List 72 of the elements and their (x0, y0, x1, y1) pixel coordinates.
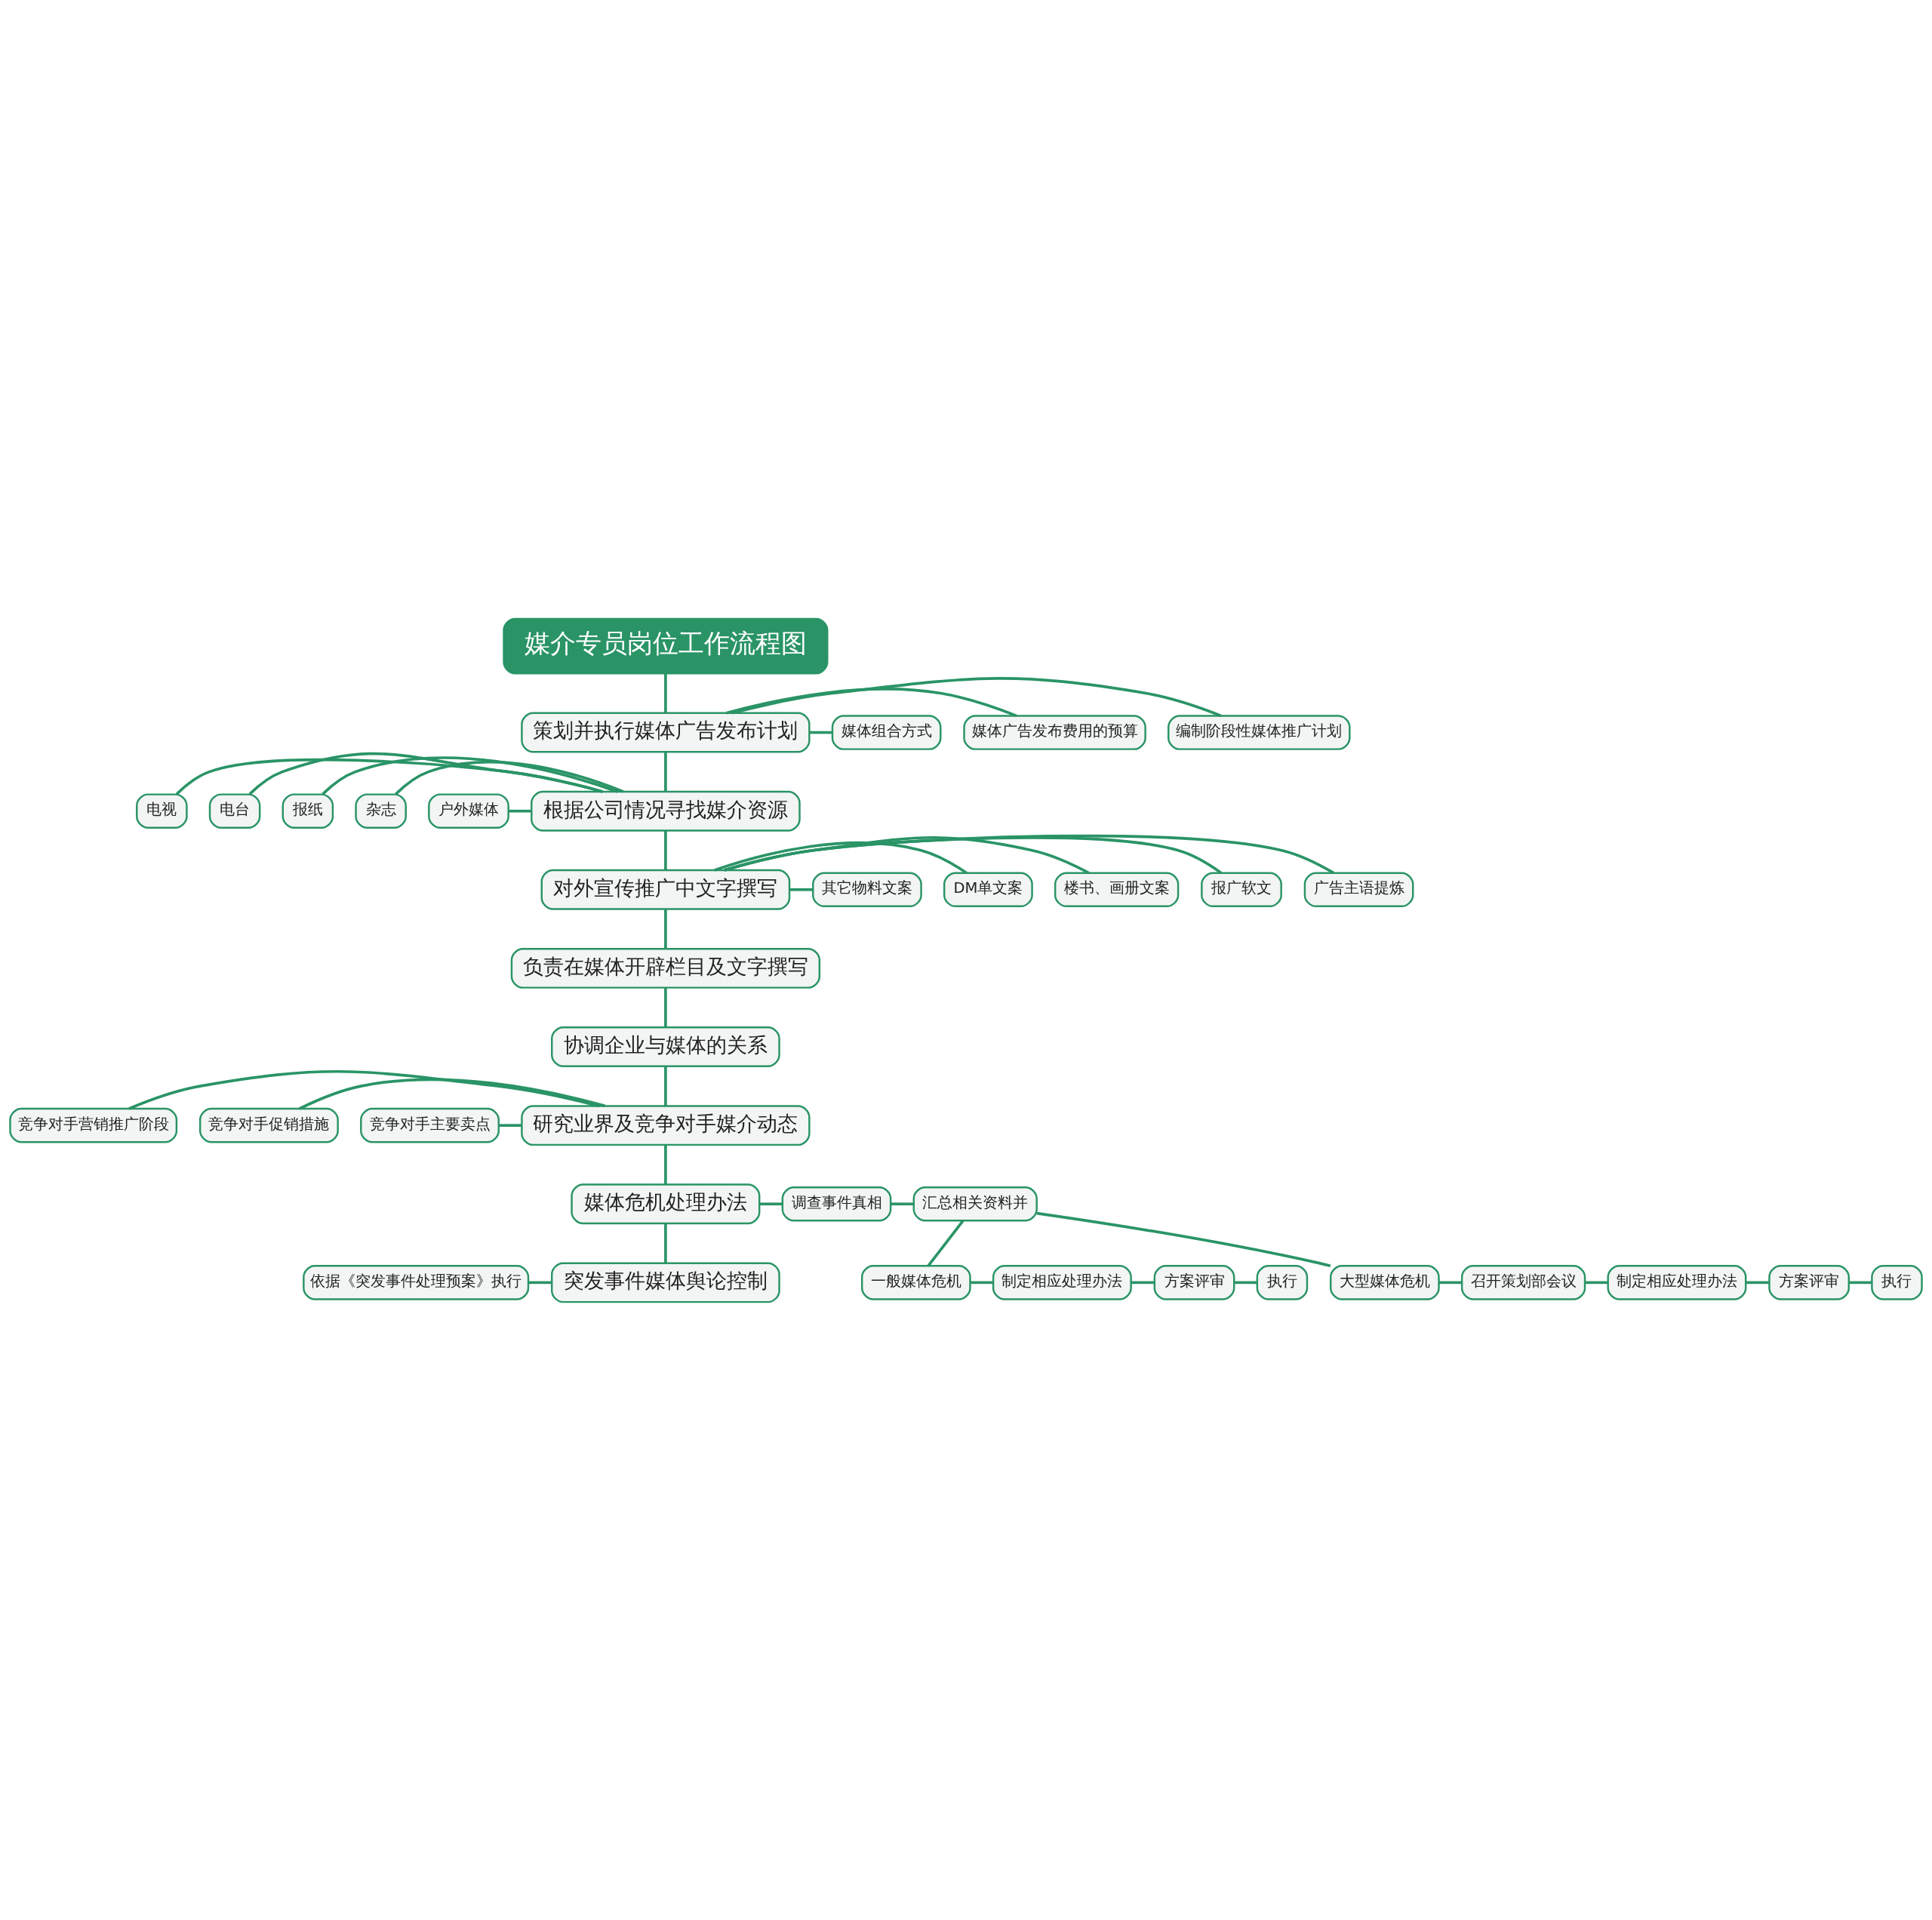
node-box: 竞争对手主要卖点 (360, 1107, 500, 1143)
node-box: 制定相应处理办法 (1607, 1264, 1747, 1300)
connector (395, 760, 624, 795)
node-box: 竞争对手促销措施 (198, 1107, 339, 1143)
node-box: 报纸 (281, 792, 334, 829)
connector (664, 830, 667, 870)
connector (731, 676, 1222, 717)
connector (724, 834, 1335, 874)
connector (1036, 1211, 1331, 1267)
node-box: 楼书、画册文案 (1054, 872, 1180, 907)
node-box: 媒体危机处理办法 (571, 1183, 761, 1224)
connector (1438, 1281, 1462, 1284)
node-box: 对外宣传推广中文字撰写 (540, 869, 791, 910)
node-box: 依据《突发事件处理预案》执行 (303, 1264, 530, 1300)
connector (664, 751, 667, 792)
node-box: 召开策划部会议 (1460, 1264, 1586, 1300)
node-box: 电台 (208, 792, 261, 829)
node-box: 媒体组合方式 (831, 714, 942, 750)
node-box: 编制阶段性媒体推广计划 (1168, 714, 1351, 750)
connector (664, 673, 667, 713)
connector (499, 1123, 522, 1127)
node-box: 大型媒体危机 (1330, 1264, 1440, 1300)
connector (528, 1281, 552, 1284)
node-box: DM单文案 (943, 872, 1033, 907)
node-box: 方案评审 (1768, 1264, 1850, 1300)
node-box: 一般媒体危机 (860, 1264, 971, 1300)
node-box: 广告主语提炼 (1303, 872, 1414, 907)
node-box: 协调企业与媒体的关系 (551, 1026, 780, 1067)
node-box: 杂志 (355, 792, 407, 829)
connector (509, 809, 532, 812)
node-box: 方案评审 (1153, 1264, 1235, 1300)
connector (724, 835, 1223, 874)
node-box: 电视 (136, 792, 188, 829)
node-box: 媒体广告发布费用的预算 (963, 714, 1146, 750)
connector (789, 888, 814, 891)
node-box: 研究业界及竞争对手媒介动态 (521, 1104, 811, 1146)
node-box: 制定相应处理办法 (992, 1264, 1132, 1300)
connector (1234, 1281, 1257, 1284)
connector (1585, 1281, 1608, 1284)
node-box: 竞争对手营销推广阶段 (9, 1107, 178, 1143)
connector (714, 841, 968, 874)
connector (1131, 1281, 1155, 1284)
node-box: 报广软文 (1201, 872, 1282, 907)
connector (664, 909, 667, 949)
connector (664, 1144, 667, 1184)
connector (248, 752, 603, 795)
node-box: 汇总相关资料并 (912, 1186, 1038, 1222)
node-box: 根据公司情况寻找媒介资源 (531, 790, 801, 832)
connector (891, 1202, 914, 1205)
node-box: 执行 (1256, 1264, 1309, 1300)
connector (1746, 1281, 1770, 1284)
node-box: 媒介专员岗位工作流程图 (503, 617, 829, 674)
connector (664, 987, 667, 1027)
connector (128, 1069, 599, 1110)
connector (725, 687, 1017, 717)
node-box: 调查事件真相 (781, 1186, 892, 1222)
node-box: 户外媒体 (428, 792, 509, 829)
connector (759, 1202, 783, 1205)
connector (724, 835, 1090, 874)
node-box: 执行 (1871, 1264, 1923, 1300)
connector (1848, 1281, 1872, 1284)
node-box: 突发事件媒体舆论控制 (551, 1261, 780, 1303)
connector (927, 1219, 964, 1266)
node-box: 策划并执行媒体广告发布计划 (521, 712, 811, 752)
node-box: 其它物料文案 (812, 872, 922, 907)
connector (970, 1281, 994, 1284)
connector (321, 755, 618, 795)
connector (664, 1223, 667, 1263)
connector (809, 731, 832, 734)
node-box: 负责在媒体开辟栏目及文字撰写 (510, 947, 821, 989)
connector (299, 1078, 606, 1110)
connector (664, 1066, 667, 1106)
